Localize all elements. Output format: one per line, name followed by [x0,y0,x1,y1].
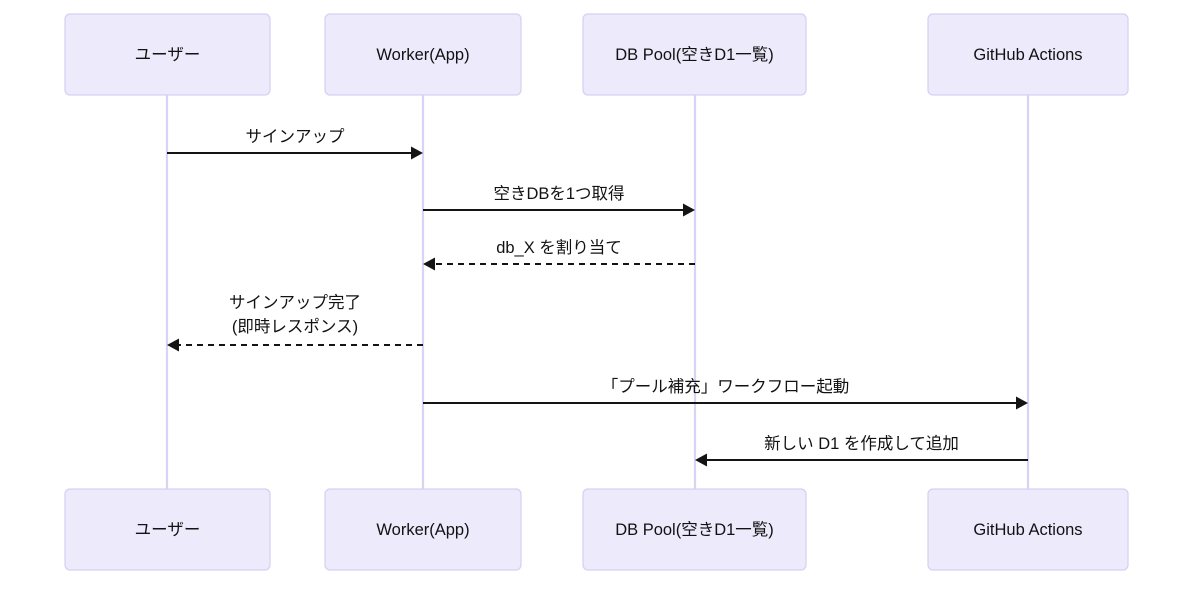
participant-label-actions-bottom: GitHub Actions [973,521,1082,539]
participant-box-dbpool-bottom[interactable] [582,488,807,571]
arrow-head-m1 [411,146,423,160]
message-label-m4-line2: (即時レスポンス) [232,317,358,336]
participant-label-worker-top: Worker(App) [376,46,469,64]
message-label-m3: db_X を割り当て [496,238,622,257]
message-label-m6: 新しい D1 を作成して追加 [764,434,959,453]
arrow-head-m3 [423,257,435,271]
participant-box-worker-bottom[interactable] [324,488,522,571]
participant-label-user-top: ユーザー [135,46,201,64]
participant-label-dbpool-bottom: DB Pool(空きD1一覧) [615,519,774,539]
arrow-head-m6 [695,453,707,467]
participant-box-worker-top[interactable] [324,13,522,96]
participant-box-user-top[interactable] [64,13,271,96]
participant-box-actions-bottom[interactable] [927,488,1129,571]
arrow-head-m2 [683,203,695,217]
arrow-head-m4 [167,338,179,352]
message-label-m5: 「プール補充」ワークフロー起動 [602,377,850,396]
arrow-head-m5 [1016,396,1028,410]
participant-label-dbpool-top: DB Pool(空きD1一覧) [615,44,774,64]
participant-box-dbpool-top[interactable] [582,13,807,96]
participant-label-actions-top: GitHub Actions [973,46,1082,64]
message-label-m4: サインアップ完了 [229,293,361,312]
lifelines-group [165,95,1030,489]
participant-label-worker-bottom: Worker(App) [376,521,469,539]
message-label-m2: 空きDBを1つ取得 [493,184,624,203]
participant-box-actions-top[interactable] [927,13,1129,96]
participant-boxes-top: ユーザー Worker(App) DB Pool(空きD1一覧) GitHub Act… [64,13,1129,96]
participant-label-user-bottom: ユーザー [135,521,201,539]
participant-box-user-bottom[interactable] [64,488,271,571]
message-label-m1: サインアップ [246,127,346,146]
participant-boxes-bottom: ユーザー Worker(App) DB Pool(空きD1一覧) GitHub Act… [64,488,1129,571]
